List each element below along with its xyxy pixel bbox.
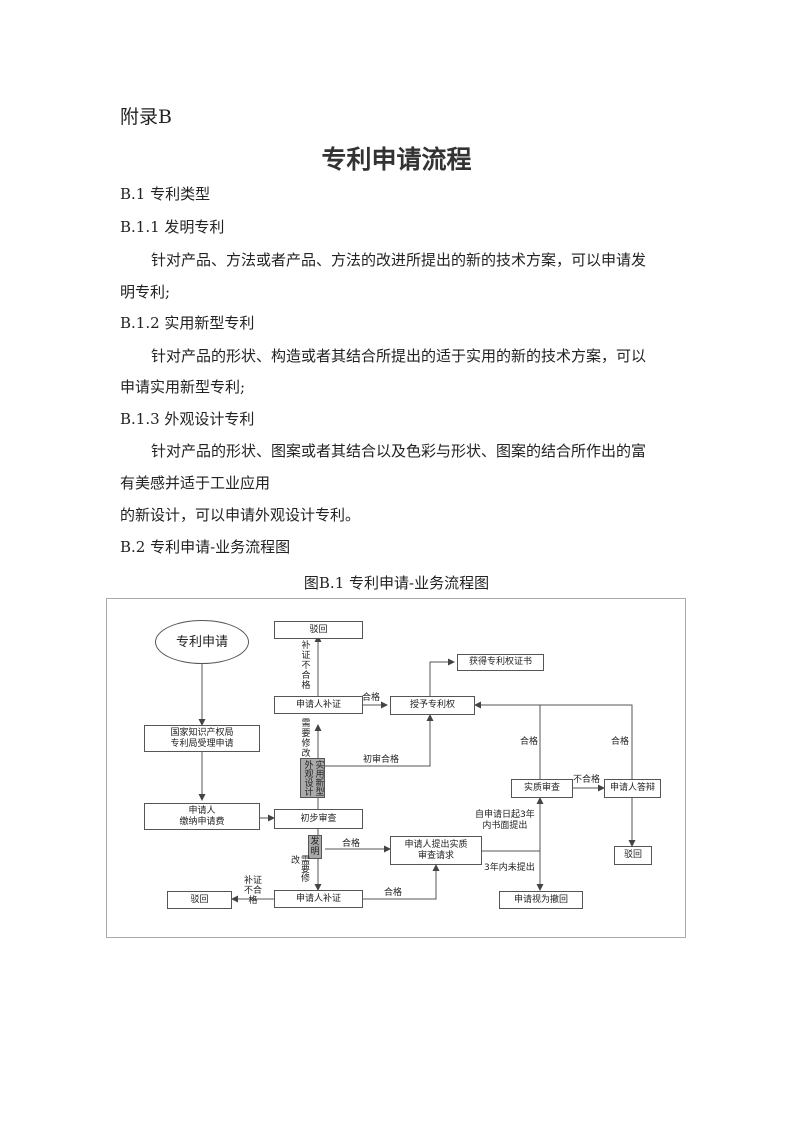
applicant-reply-node: 申请人答辩 — [604, 779, 661, 798]
invention-node: 发明 — [308, 835, 322, 859]
grant-patent-node: 授予专利权 — [390, 696, 475, 715]
page-title: 专利申请流程 — [321, 145, 472, 174]
qualified-mid-label: 合格 — [342, 839, 361, 849]
paragraph-line: 的新设计，可以申请外观设计专利。 — [120, 506, 361, 524]
qualified-reply-label: 合格 — [611, 737, 630, 747]
not-in-3y-label: 3年内未提出 — [484, 863, 535, 873]
arrow-reply-to-grant — [540, 704, 633, 779]
figure-caption: 图B.1 专利申请-业务流程图 — [303, 574, 490, 592]
not-qualified-label: 不合格 — [573, 775, 601, 785]
prelim-pass-label: 初审合格 — [363, 755, 400, 765]
arrow-prelim-pass-to-grant — [325, 714, 434, 767]
start-node: 专利申请 — [155, 620, 249, 664]
subsection-heading: B.1.1 发明专利 — [120, 218, 225, 236]
qualified-sub-label: 合格 — [520, 737, 539, 747]
applicant-fee-node: 申请人 缴纳申请费 — [144, 803, 260, 830]
need-modify-top-label: 需要修改 — [301, 719, 311, 759]
supp-fail-bottom-label: 补证不合格 — [243, 876, 262, 906]
paragraph-line: 明专利; — [120, 283, 171, 301]
section-heading: B.1 专利类型 — [120, 185, 211, 203]
need-modify-bottom-label: 需要修改 — [289, 855, 309, 882]
supplement-bottom-node: 申请人补证 — [274, 890, 363, 908]
subsection-heading: B.1.3 外观设计专利 — [120, 410, 255, 428]
qualified-top-label: 合格 — [362, 693, 381, 703]
arrow-grant-to-certificate — [429, 658, 455, 696]
qualified-bottom-label: 合格 — [384, 888, 403, 898]
reject-left-node: 驳回 — [167, 891, 232, 909]
utility-design-node: 实用新型 外观设计 — [300, 758, 325, 798]
flowchart: 专利申请 国家知识产权局 专利局受理申请 申请人 缴纳申请费 初步审查 驳回 申… — [106, 598, 686, 938]
withdrawn-node: 申请视为撤回 — [499, 891, 583, 909]
request-exam-node: 申请人提出实质 审查请求 — [390, 836, 482, 865]
sipo-accept-node: 国家知识产权局 专利局受理申请 — [144, 725, 260, 752]
paragraph-line: 针对产品的形状、图案或者其结合以及色彩与形状、图案的结合所作出的富 — [151, 442, 647, 460]
paragraph-line: 申请实用新型专利; — [120, 378, 246, 396]
flowchart-connectors — [198, 635, 636, 903]
paragraph-line: 针对产品、方法或者产品、方法的改进所提出的新的技术方案，可以申请发 — [151, 251, 647, 269]
subsection-heading: B.1.2 实用新型专利 — [120, 314, 255, 332]
reject-right-node: 驳回 — [614, 846, 652, 865]
appendix-heading: 附录B — [120, 106, 172, 128]
arrow-supplement-to-request — [363, 864, 440, 900]
substantive-exam-node: 实质审查 — [511, 779, 573, 798]
paragraph-line: 针对产品的形状、构造或者其结合所提出的适于实用的新的技术方案，可以 — [151, 347, 647, 365]
reject-top-node: 驳回 — [274, 621, 363, 639]
certificate-node: 获得专利权证书 — [457, 654, 544, 671]
paragraph-line: 有美感并适于工业应用 — [120, 474, 271, 492]
supp-fail-top-label: 补证不合格 — [301, 641, 311, 691]
section-heading: B.2 专利申请-业务流程图 — [120, 538, 291, 556]
supplement-top-node: 申请人补证 — [274, 696, 363, 714]
within-3y-label: 自申请日起3年 内书面提出 — [475, 810, 535, 831]
prelim-exam-node: 初步审查 — [274, 809, 363, 829]
